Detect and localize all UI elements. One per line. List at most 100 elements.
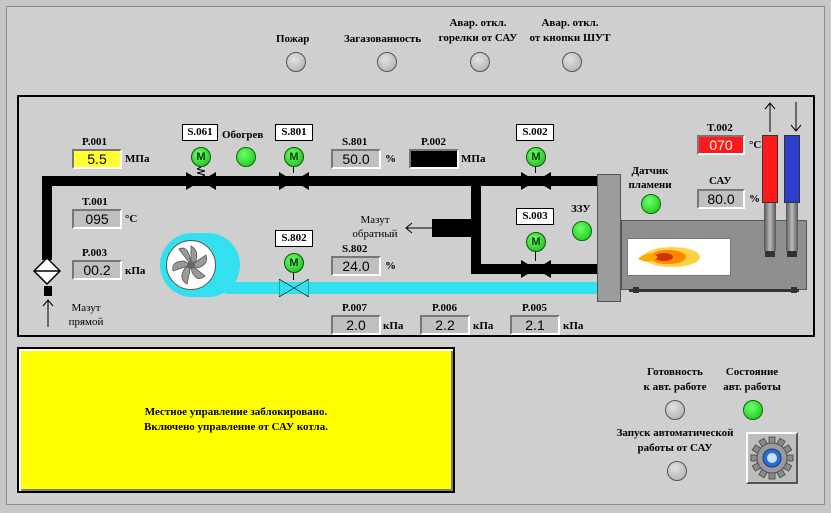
t001-unit: °C — [125, 213, 138, 225]
s802-value: 24.0 — [331, 256, 381, 276]
p007-tag: P.007 — [342, 302, 367, 314]
steam-pipe — [225, 282, 597, 294]
filter-outlet — [44, 286, 52, 296]
s801-tag: S.801 — [342, 136, 368, 148]
gear-icon — [750, 436, 794, 480]
valve-s802-icon — [278, 278, 310, 300]
valve-s003-tag: S.003 — [516, 208, 554, 225]
p001-tag: P.001 — [82, 136, 107, 148]
supply-thermometer — [762, 135, 778, 203]
sau-tag: САУ — [709, 175, 732, 187]
message-line-2: Включено управление от САУ котла. — [144, 421, 328, 433]
p006-value: 2.2 — [420, 315, 470, 335]
valve-s802-tag: S.802 — [275, 230, 313, 247]
p002-tag: P.002 — [421, 136, 446, 148]
flame-window — [627, 238, 731, 276]
filter-icon — [32, 256, 62, 286]
valve-s003-icon — [521, 260, 551, 281]
p003-value: 00.2 — [72, 260, 122, 280]
message-line-1: Местное управление заблокировано. — [144, 406, 328, 418]
mazut-direct-label: Мазут прямой — [68, 302, 104, 328]
p003-tag: P.003 — [82, 247, 107, 259]
s802-tag: S.802 — [342, 243, 368, 255]
p007-value: 2.0 — [331, 315, 381, 335]
supply-probe — [764, 203, 776, 251]
arrow-up-icon — [758, 101, 782, 136]
return-thermometer — [784, 135, 800, 203]
alarm-fire-label: Пожар — [276, 33, 310, 45]
valve-s061-tag: S.061 — [182, 124, 218, 141]
p005-value: 2.1 — [510, 315, 560, 335]
p001-unit: МПа — [125, 153, 150, 165]
alarm-gas-label: Загазованность — [344, 33, 422, 45]
scheme-panel — [17, 95, 815, 337]
alarm-burner-label: Авар. откл. горелки от САУ — [438, 17, 518, 44]
flame-sensor-lamp — [641, 194, 661, 214]
s802-unit: % — [385, 260, 396, 272]
t001-value: 095 — [72, 209, 122, 229]
flame-sensor-label: Датчик пламени — [628, 165, 672, 191]
valve-s002-icon — [521, 172, 551, 193]
return-pipe — [432, 219, 480, 237]
heating-lamp — [236, 147, 256, 167]
t002-unit: °C — [749, 139, 762, 151]
valve-s061-icon — [186, 172, 216, 193]
p005-unit: кПа — [563, 320, 584, 332]
alarm-burner-lamp — [470, 52, 490, 72]
p002-value — [409, 149, 459, 169]
p005-tag: P.005 — [522, 302, 547, 314]
furnace-base — [621, 287, 807, 299]
arrow-up-icon — [42, 298, 54, 331]
ready-lamp — [665, 400, 685, 420]
alarm-gas-lamp — [377, 52, 397, 72]
state-lamp — [743, 400, 763, 420]
t001-tag: T.001 — [82, 196, 108, 208]
ready-label: Готовность к авт. работе — [643, 366, 707, 393]
start-lamp — [667, 461, 687, 481]
valve-s802-stem — [293, 272, 294, 280]
alarm-fire-lamp — [286, 52, 306, 72]
valve-s801-tag: S.801 — [275, 124, 313, 141]
valve-s801-stem — [293, 166, 294, 173]
spring-icon — [195, 166, 207, 178]
fuel-pipe-top — [42, 176, 597, 186]
valve-s002-tag: S.002 — [516, 124, 554, 141]
zzu-lamp — [572, 221, 592, 241]
status-message-panel: Местное управление заблокировано. Включе… — [17, 347, 455, 493]
valve-s002-stem — [535, 166, 536, 173]
p001-value: 5.5 — [72, 149, 122, 169]
heating-label: Обогрев — [222, 129, 264, 141]
t002-tag: T.002 — [707, 122, 733, 134]
t002-value: 070 — [697, 135, 745, 155]
fuel-pipe-left — [42, 176, 52, 260]
p003-unit: кПа — [125, 265, 146, 277]
p007-unit: кПа — [383, 320, 404, 332]
valve-s002-motor[interactable]: M — [526, 147, 546, 167]
flame-icon — [638, 247, 700, 267]
burner-flange — [597, 174, 621, 302]
supply-probe-tip — [765, 251, 775, 257]
valve-s003-stem — [535, 251, 536, 261]
s801-unit: % — [385, 153, 396, 165]
alarm-shut-label: Авар. откл. от кнопки ШУТ — [529, 17, 611, 44]
return-probe — [786, 203, 798, 251]
valve-s801-motor[interactable]: M — [284, 147, 304, 167]
sau-value: 80.0 — [697, 189, 745, 209]
valve-s801-icon — [279, 172, 309, 193]
state-label: Состояние авт. работы — [723, 366, 781, 393]
sau-unit: % — [749, 193, 760, 205]
valve-s061-motor[interactable]: M — [191, 147, 211, 167]
p002-unit: МПа — [461, 153, 486, 165]
mazut-return-label: Мазут обратный — [352, 214, 398, 240]
start-label: Запуск автоматической работы от САУ — [616, 427, 734, 454]
auto-start-button[interactable] — [746, 432, 798, 484]
arrow-down-icon — [784, 101, 808, 136]
p006-tag: P.006 — [432, 302, 457, 314]
arrow-left-icon — [404, 222, 434, 237]
valve-s003-motor[interactable]: M — [526, 232, 546, 252]
valve-s802-motor[interactable]: M — [284, 253, 304, 273]
fan-icon — [166, 240, 216, 290]
p006-unit: кПа — [473, 320, 494, 332]
return-probe-tip — [787, 251, 797, 257]
s801-value: 50.0 — [331, 149, 381, 169]
